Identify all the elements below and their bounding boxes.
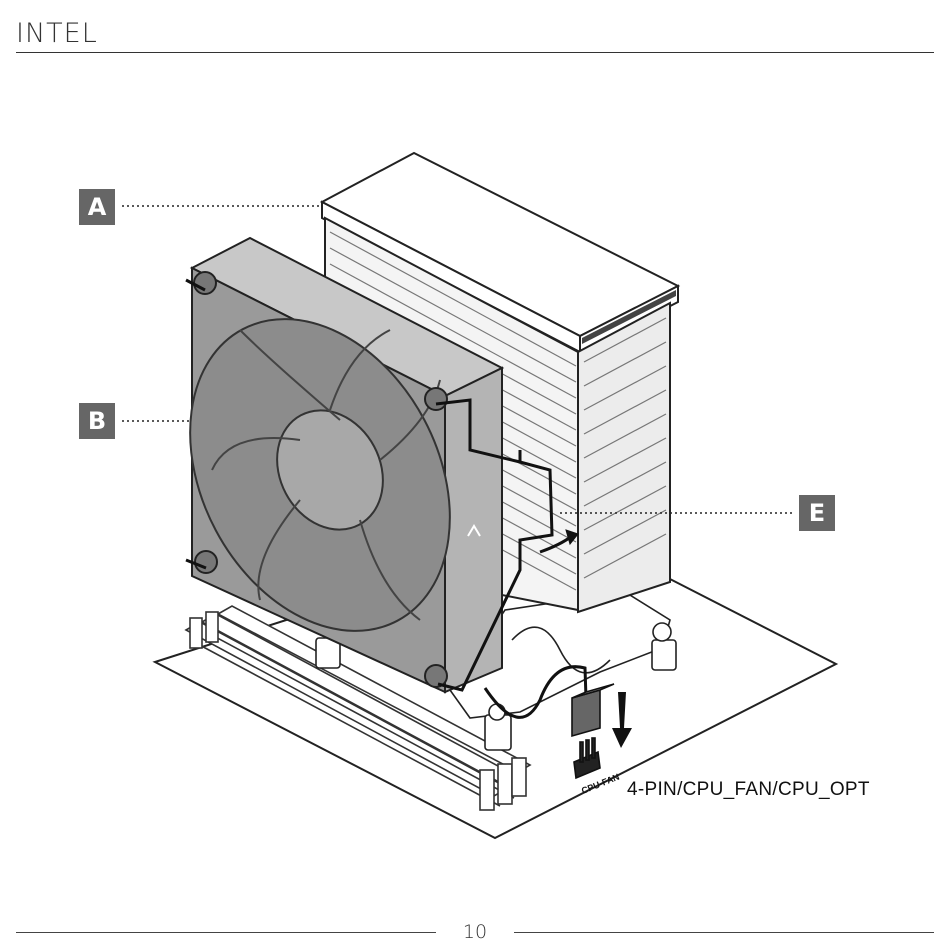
page-number: 10 <box>452 921 498 943</box>
callout-a: A <box>79 189 115 225</box>
footer-divider-right <box>514 932 934 933</box>
callout-b: B <box>79 403 115 439</box>
footer-divider-left <box>16 932 436 933</box>
connector-label: 4-PIN/CPU_FAN/CPU_OPT <box>627 779 870 801</box>
callout-e: E <box>799 495 835 531</box>
